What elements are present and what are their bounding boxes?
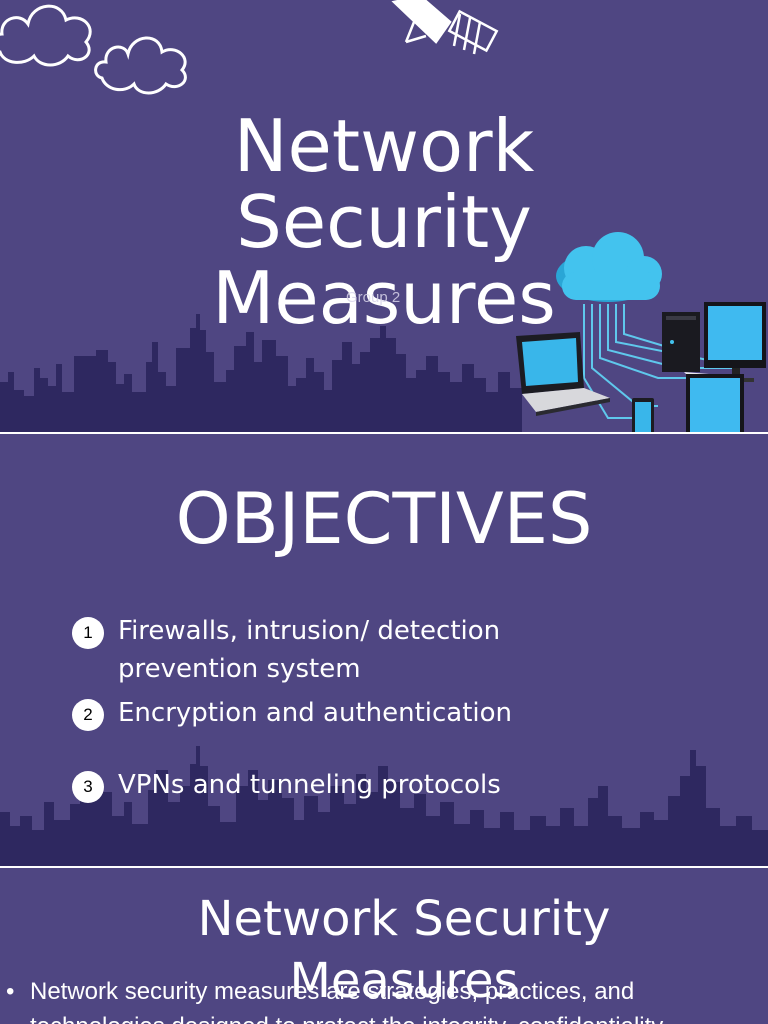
title-line: Security	[236, 180, 532, 264]
cloud-doodle-icon	[0, 4, 92, 67]
number-badge: 2	[72, 699, 104, 731]
satellite-icon	[391, 0, 499, 55]
objective-text: Encryption and authentication	[118, 698, 513, 728]
monitor-icon	[686, 374, 744, 432]
title-slide: Network Security Measures Group 2	[0, 0, 768, 432]
city-skyline	[0, 314, 522, 432]
title-line: Measures	[212, 256, 556, 340]
section-heading: Network Security Measures	[0, 888, 768, 1012]
bullet-text-continued: technologies designed to protect the int…	[30, 1013, 768, 1024]
bullet-icon: •	[6, 978, 15, 1005]
cloud-network-illustration	[516, 232, 766, 432]
number-badge: 3	[72, 771, 104, 803]
objectives-slide: OBJECTIVES 1 Firewalls, intrusion/ detec…	[0, 434, 768, 866]
subtitle: Group 2	[346, 289, 401, 306]
heading-line: Measures	[289, 953, 519, 1009]
bullet-text: Network security measures are strategies…	[30, 978, 635, 1005]
objective-text: Firewalls, intrusion/ detection preventi…	[118, 616, 501, 684]
cloud-doodle-icon	[94, 36, 187, 95]
objective-text: VPNs and tunneling protocols	[118, 770, 501, 800]
city-skyline	[0, 746, 768, 866]
number-badge: 1	[72, 617, 104, 649]
tablet-icon	[632, 398, 654, 432]
title-line: Network	[233, 104, 535, 188]
content-slide: Network Security Measures • Network secu…	[0, 868, 768, 1024]
page-title: Network Security Measures	[0, 108, 768, 336]
cloud-network-icon	[556, 232, 662, 302]
desktop-tower-icon	[662, 312, 700, 372]
heading-line: Network Security	[197, 891, 611, 947]
objectives-heading: OBJECTIVES	[175, 478, 593, 560]
laptop-icon	[516, 332, 610, 416]
